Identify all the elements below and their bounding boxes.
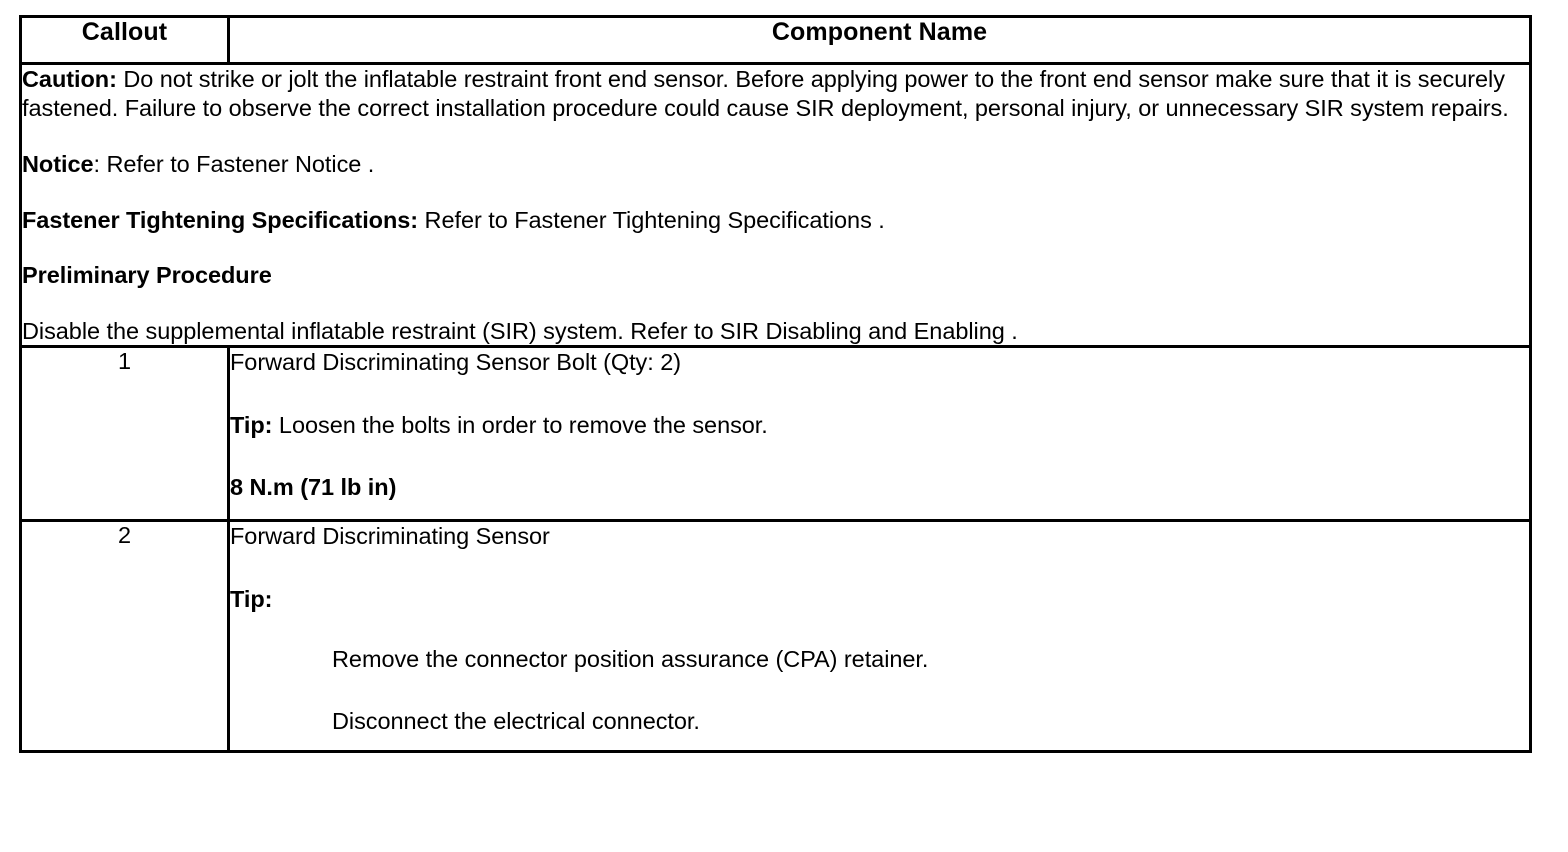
caution-label: Caution: [22, 66, 117, 92]
table-header-row: Callout Component Name [19, 15, 1532, 65]
notice-text: Refer to Fastener Notice . [100, 151, 375, 177]
row1-spacer-2 [230, 439, 1529, 473]
notes-cell: Caution: Do not strike or jolt the infla… [19, 62, 1532, 348]
component-title-1: Forward Discriminating Sensor Bolt (Qty:… [230, 349, 682, 375]
tip-sub-item-1: Remove the connector position assurance … [332, 646, 929, 672]
preliminary-procedure-heading: Preliminary Procedure [22, 262, 272, 288]
tip-sub-item-2: Disconnect the electrical connector. [332, 707, 700, 734]
component-cell-1: Forward Discriminating Sensor Bolt (Qty:… [227, 345, 1532, 522]
column-header-callout: Callout [19, 15, 230, 65]
preliminary-procedure-text: Disable the supplemental inflatable rest… [22, 317, 1018, 344]
caution-paragraph: Caution: Do not strike or jolt the infla… [22, 65, 1529, 122]
callout-number-2: 2 [19, 519, 230, 753]
service-procedure-table: Callout Component Name Caution: Do not s… [19, 15, 1532, 753]
torque-spec-1: 8 N.m (71 lb in) [230, 474, 397, 500]
table-row: 2 Forward Discriminating Sensor Tip: Rem… [19, 519, 1532, 753]
notes-spacer-1 [22, 122, 1529, 150]
column-header-component-name: Component Name [227, 15, 1532, 65]
fastener-spec-text: Refer to Fastener Tightening Specificati… [418, 206, 885, 233]
row1-spacer-1 [230, 377, 1529, 411]
component-cell-2: Forward Discriminating Sensor Tip: Remov… [227, 519, 1532, 753]
row2-spacer-2 [230, 613, 1529, 645]
component-title-2: Forward Discriminating Sensor [230, 523, 550, 549]
component-tip-1: Tip: Loosen the bolts in order to remove… [230, 411, 1529, 440]
notice-label: Notice [22, 151, 94, 177]
notes-spacer-3 [22, 234, 1529, 261]
tip-label-2: Tip: [230, 585, 273, 612]
notice-paragraph: Notice: Refer to Fastener Notice . [22, 150, 1529, 179]
notes-spacer-2 [22, 179, 1529, 206]
notice-colon: : [93, 151, 101, 177]
tip-text-1: Loosen the bolts in order to remove the … [272, 411, 768, 438]
notes-spacer-4 [22, 290, 1529, 317]
row2-spacer-1 [230, 551, 1529, 585]
table-notes-row: Caution: Do not strike or jolt the infla… [19, 62, 1532, 348]
row2-spacer-3 [230, 674, 1529, 707]
fastener-spec-paragraph: Fastener Tightening Specifications: Refe… [22, 206, 1529, 235]
callout-number-1: 1 [19, 345, 230, 522]
tip-label-1: Tip: [230, 411, 273, 438]
table-row: 1 Forward Discriminating Sensor Bolt (Qt… [19, 345, 1532, 522]
fastener-spec-label: Fastener Tightening Specifications: [22, 206, 419, 233]
caution-text: Do not strike or jolt the inflatable res… [22, 66, 1509, 121]
